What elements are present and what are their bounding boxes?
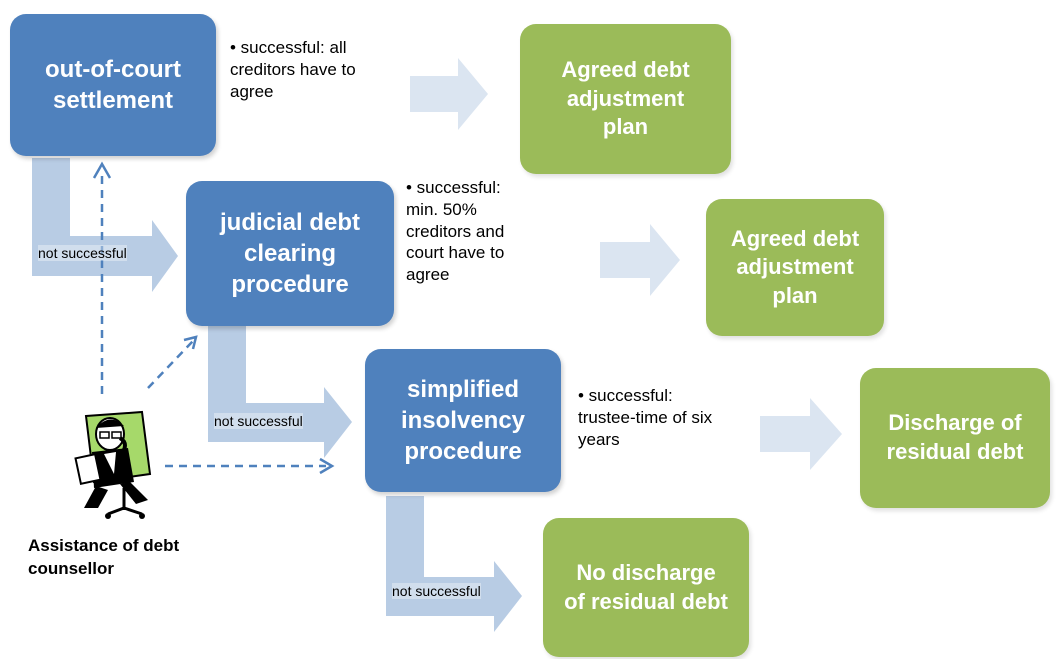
outcome-agreed-plan-2-label: Agreed debt adjustment plan: [730, 225, 860, 308]
outcome-discharge: Discharge of residual debt: [860, 368, 1050, 508]
condition-out-of-court: • successful: all creditors have to agre…: [230, 38, 356, 101]
stage-judicial-label: judicial debt clearing procedure: [219, 208, 360, 299]
outcome-no-discharge: No discharge of residual debt: [543, 518, 749, 657]
fail-label-3: not successful: [392, 583, 481, 599]
fail-arrow-1: [32, 158, 178, 292]
outcome-no-discharge-label: No discharge of residual debt: [564, 559, 728, 614]
fail-arrow-3: [386, 496, 522, 632]
fail-arrow-2: [208, 322, 352, 458]
condition-simplified: • successful: trustee-time of six years: [578, 386, 713, 449]
stage-out-of-court-label: out-of-court settlement: [45, 55, 181, 114]
condition-judicial: • successful: min. 50% creditors and cou…: [406, 178, 505, 284]
success-arrow-2: [600, 224, 680, 296]
fail-label-1: not successful: [38, 245, 127, 261]
stage-judicial: judicial debt clearing procedure: [186, 181, 394, 326]
outcome-agreed-plan-1: Agreed debt adjustment plan: [520, 24, 731, 174]
outcome-agreed-plan-2: Agreed debt adjustment plan: [706, 199, 884, 336]
outcome-agreed-plan-1-label: Agreed debt adjustment plan: [561, 57, 690, 140]
outcome-discharge-label: Discharge of residual debt: [886, 410, 1024, 464]
success-arrow-3: [760, 398, 842, 470]
counsellor-caption: Assistance of debt counsellor: [28, 536, 180, 578]
counsellor-dashed-arrows: [100, 172, 326, 468]
stage-simplified-label: simplified insolvency procedure: [400, 375, 526, 466]
success-arrow-1: [410, 58, 488, 130]
dashed-arrow-heads: [92, 161, 335, 475]
fail-label-2: not successful: [214, 413, 303, 429]
stage-simplified: simplified insolvency procedure: [365, 349, 561, 492]
stage-out-of-court: out-of-court settlement: [10, 14, 216, 156]
debt-counsellor-icon: [74, 410, 152, 519]
